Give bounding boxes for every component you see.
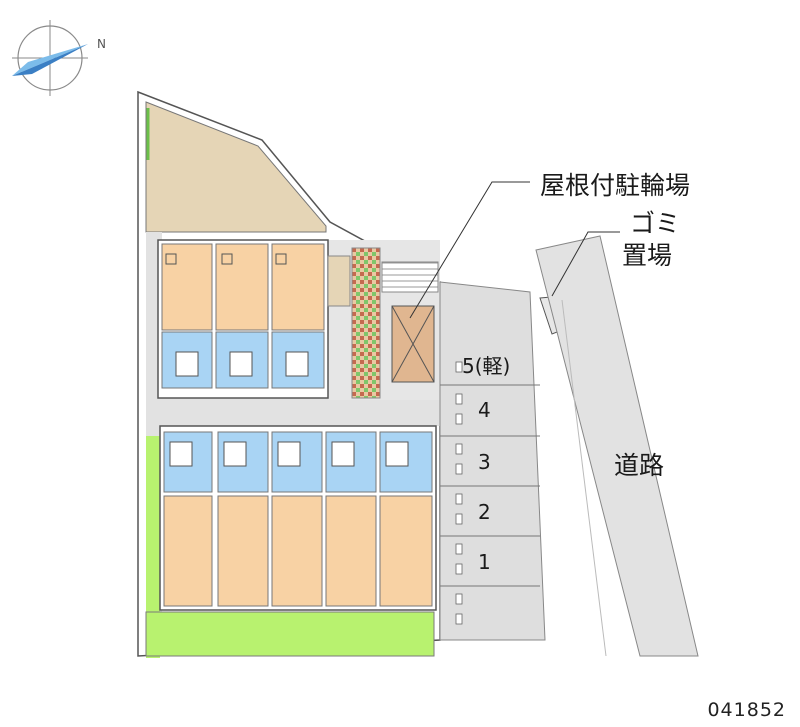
building-south <box>159 425 437 611</box>
garbage-label-line2: 置場 <box>622 241 673 270</box>
road-label: 道路 <box>614 451 665 480</box>
wheel-stops <box>455 361 463 625</box>
garden-left <box>146 436 160 658</box>
steps <box>381 261 439 293</box>
bike-leader-line <box>409 181 530 319</box>
bicycle-parking-roof <box>391 305 435 383</box>
yard-area <box>145 101 327 233</box>
parking-stalls <box>440 384 540 587</box>
parking-space-label: 5(軽) <box>462 354 511 378</box>
parking-space-label: 4 <box>478 398 491 422</box>
parking-space-label: 2 <box>478 500 491 524</box>
parking-space-label: 3 <box>478 450 491 474</box>
compass-icon <box>12 20 88 96</box>
garbage-label-line1: ゴミ <box>630 209 681 238</box>
tile-strip <box>351 247 381 399</box>
property-code: 041852 <box>707 699 786 721</box>
parking-lot <box>439 281 546 641</box>
walkway-middle <box>146 398 440 426</box>
garbage-leader-line <box>551 231 620 297</box>
garden-bottom <box>145 611 435 657</box>
building-north <box>157 239 329 399</box>
road-area <box>535 235 699 657</box>
compass-letter: N <box>97 37 106 51</box>
parking-space-label: 1 <box>478 550 491 574</box>
bicycle-parking-label: 屋根付駐輪場 <box>540 171 691 200</box>
